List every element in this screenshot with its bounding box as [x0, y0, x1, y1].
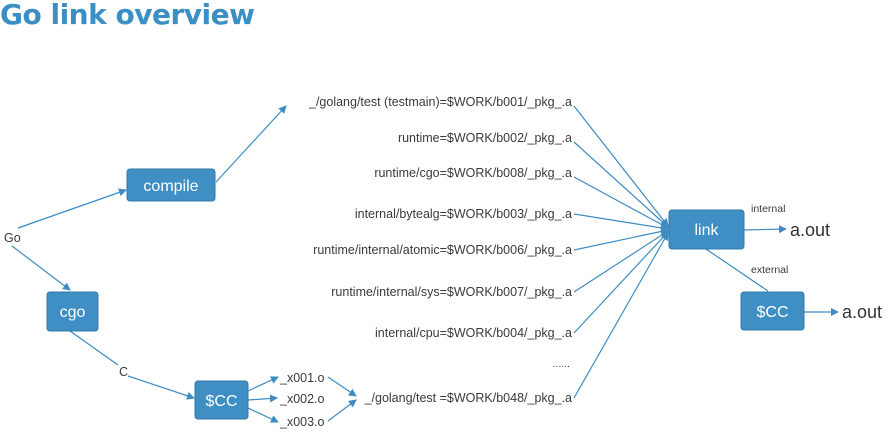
cgo-box: cgo: [46, 291, 99, 332]
edge-pkg1-link: [573, 105, 669, 227]
edge-pkg4-link: [573, 213, 669, 232]
edge-go-compile: [17, 188, 127, 229]
object-item: _x002.o: [279, 392, 325, 406]
edges: [11, 105, 839, 423]
edge-x001-test: [327, 376, 357, 397]
external-label: external: [751, 264, 788, 276]
edge-pkg3-link: [573, 176, 669, 229]
edge-pkg9-link: [573, 232, 669, 399]
page-title: Go link overview: [0, 0, 255, 31]
cgo-label: cgo: [60, 304, 86, 321]
package-item: _/golang/test =$WORK/b048/_pkg_.a: [364, 391, 572, 405]
edge-cgo-c: [69, 330, 119, 366]
go-label: Go: [4, 231, 21, 245]
edge-link-cc: [705, 248, 769, 292]
object-item: _x003.o: [279, 415, 325, 429]
edge-x003-test: [327, 399, 357, 422]
edge-go-cgo: [11, 245, 71, 291]
edge-compile-pkg: [215, 105, 287, 183]
package-item: runtime/internal/atomic=$WORK/b006/_pkg_…: [313, 243, 572, 257]
package-ellipsis: ......: [552, 358, 570, 370]
package-item: _/golang/test (testmain)=$WORK/b001/_pkg…: [308, 95, 572, 109]
compile-label: compile: [143, 178, 198, 195]
edge-pkg7-link: [573, 231, 669, 334]
aout-internal-label: a.out: [790, 220, 830, 240]
edge-pkg2-link: [573, 141, 669, 228]
edge-link-aout: [743, 225, 787, 234]
cc-left-label: $CC: [205, 393, 237, 410]
aout-external-label: a.out: [842, 302, 882, 322]
edge-c-cc: [127, 375, 195, 400]
cc-left-box: $CC: [194, 380, 249, 420]
edge-pkg6-link: [573, 230, 669, 293]
package-list: _/golang/test (testmain)=$WORK/b001/_pkg…: [308, 95, 572, 405]
cc-right-box: $CC: [740, 291, 805, 331]
package-item: runtime=$WORK/b002/_pkg_.a: [398, 131, 572, 145]
object-list: _x001.o _x002.o _x003.o: [279, 371, 325, 429]
link-box: link: [668, 209, 745, 250]
package-item: runtime/internal/sys=$WORK/b007/_pkg_.a: [331, 285, 572, 299]
c-label: C: [119, 365, 128, 379]
edge-pkg5-link: [573, 227, 669, 251]
package-item: internal/cpu=$WORK/b004/_pkg_.a: [375, 326, 572, 340]
cc-right-label: $CC: [756, 304, 788, 321]
internal-label: internal: [751, 203, 785, 215]
edge-cc-x001: [247, 376, 279, 392]
edge-cc-x003: [247, 407, 279, 423]
link-label: link: [694, 222, 719, 239]
package-item: internal/bytealg=$WORK/b003/_pkg_.a: [355, 207, 572, 221]
object-item: _x001.o: [279, 371, 325, 385]
package-item: runtime/cgo=$WORK/b008/_pkg_.a: [374, 166, 572, 180]
edge-cc-x002: [247, 394, 278, 403]
compile-box: compile: [126, 168, 216, 202]
